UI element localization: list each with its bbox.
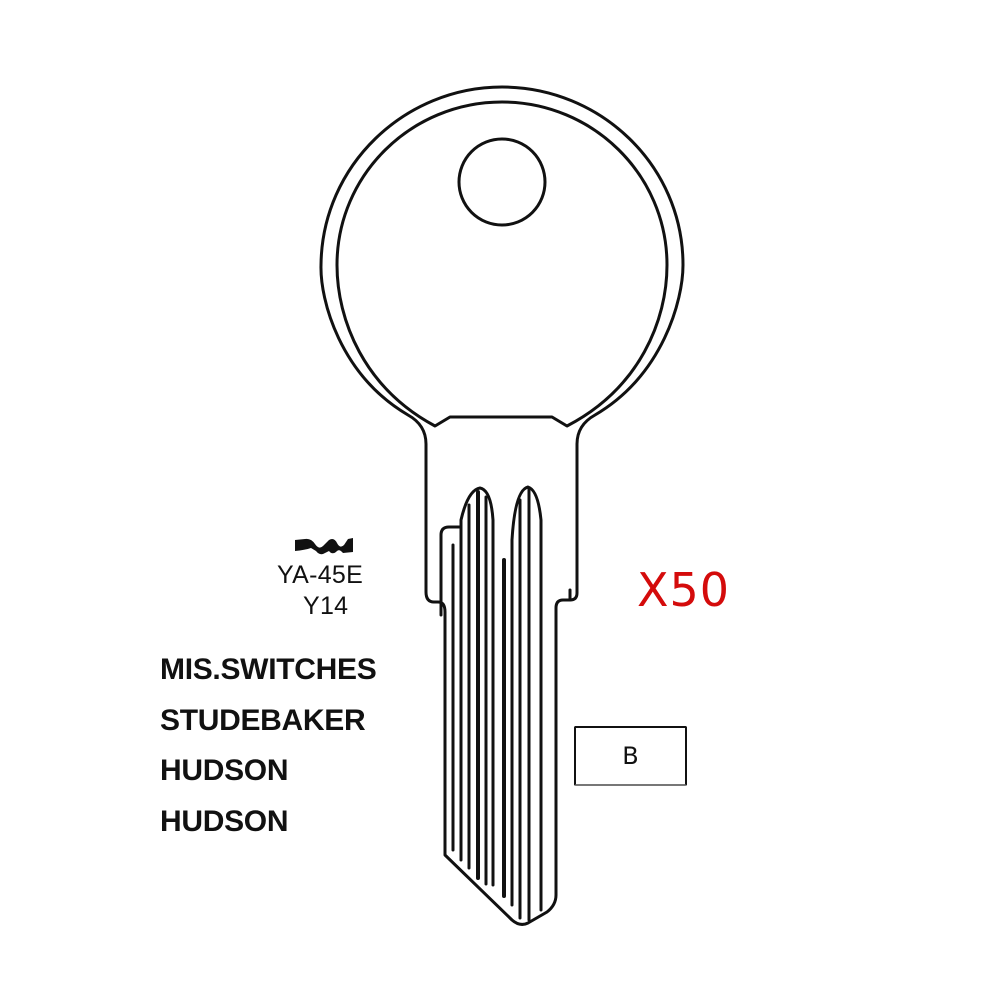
- groove-left-outer: [459, 486, 495, 887]
- key-bow-inner-ring: [335, 100, 669, 428]
- series-label: B: [622, 742, 639, 770]
- series-box: B: [574, 726, 687, 786]
- secondary-code: Y14: [303, 592, 349, 620]
- quantity-label: X50: [637, 563, 731, 617]
- primary-code: YA-45E: [277, 561, 364, 589]
- application-item: MIS.SWITCHES: [160, 653, 377, 686]
- application-list: MIS.SWITCHES STUDEBAKER HUDSON HUDSON: [160, 650, 377, 852]
- application-item: STUDEBAKER: [160, 703, 366, 737]
- keyway-profile-icon: [295, 538, 353, 555]
- left-ward-cut: [439, 525, 462, 617]
- application-item: HUDSON: [160, 754, 289, 787]
- key-ring-hole: [457, 137, 547, 227]
- application-item: HUDSON: [160, 804, 289, 838]
- key-outline: [319, 85, 685, 926]
- groove-right-outer: [510, 485, 543, 912]
